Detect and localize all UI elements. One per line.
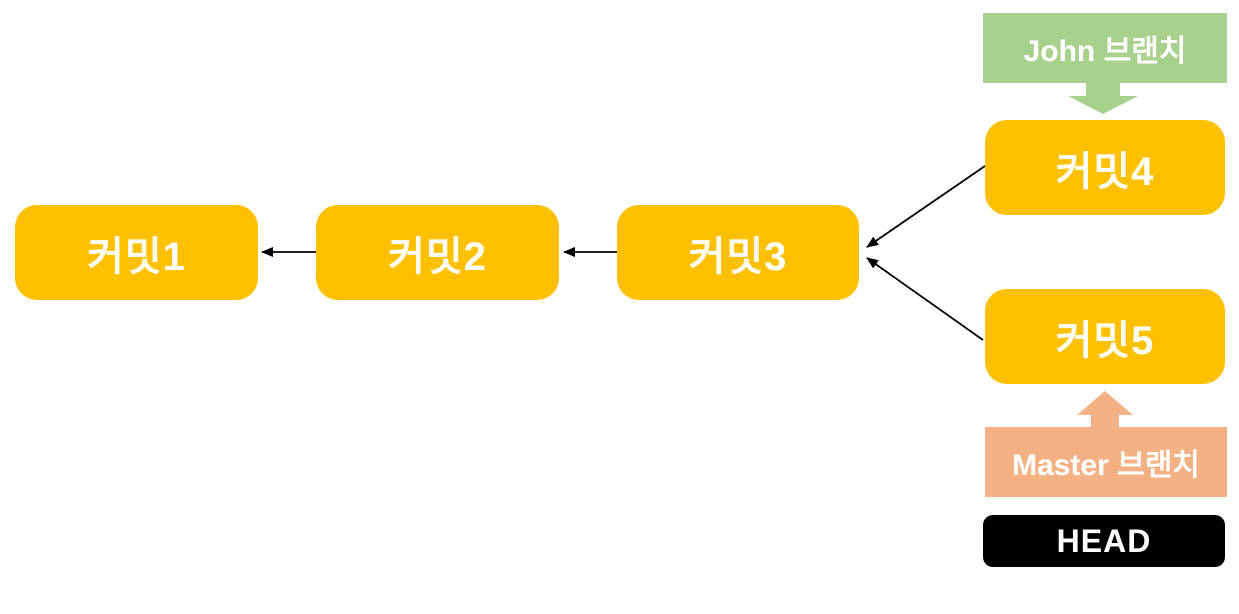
master-branch-label: Master 브랜치 bbox=[985, 427, 1227, 497]
john-branch-text: John 브랜치 bbox=[1023, 35, 1187, 68]
john-branch-label: John 브랜치 bbox=[983, 13, 1227, 83]
commit-node-2: 커밋2 bbox=[316, 205, 559, 300]
commit-node-5: 커밋5 bbox=[985, 289, 1225, 384]
john-branch-arrow-stem bbox=[1086, 82, 1120, 97]
head-text: HEAD bbox=[1056, 522, 1152, 559]
master-branch-text: Master 브랜치 bbox=[1012, 449, 1200, 482]
commit-label-1: 커밋1 bbox=[87, 234, 186, 279]
john-branch-down-arrow-icon bbox=[1068, 96, 1138, 114]
commit-node-4: 커밋4 bbox=[985, 120, 1225, 215]
commit-node-3: 커밋3 bbox=[617, 205, 859, 300]
head-pointer-label: HEAD bbox=[983, 515, 1225, 567]
commit-label-3: 커밋3 bbox=[688, 234, 788, 279]
edge-commit4-to-commit3 bbox=[866, 165, 986, 248]
commit-node-1: 커밋1 bbox=[15, 205, 258, 300]
commit-label-4: 커밋4 bbox=[1055, 149, 1155, 194]
master-branch-up-arrow-icon bbox=[1077, 391, 1133, 415]
edge-commit5-to-commit3 bbox=[866, 257, 984, 341]
master-branch-arrow-stem bbox=[1091, 414, 1119, 428]
commit-label-2: 커밋2 bbox=[388, 234, 487, 279]
commit-label-5: 커밋5 bbox=[1055, 318, 1155, 363]
